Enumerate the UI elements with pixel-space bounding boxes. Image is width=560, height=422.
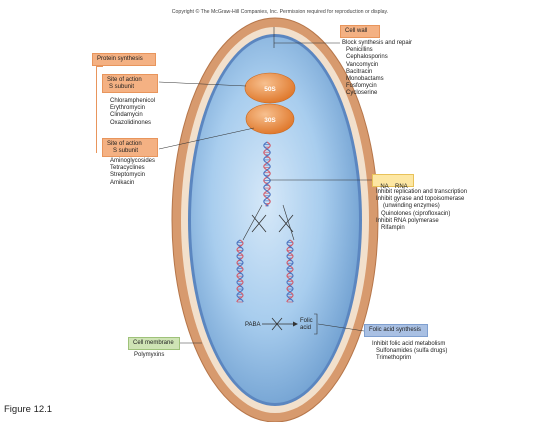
site-30s-box: Site of action S subunit [102,138,158,157]
cell-wall-title: Cell wall [345,28,367,34]
folic-line: Inhibit folic acid metabolism [372,341,447,348]
site-50s-line: Site of action [107,77,153,84]
drug-item: Vancomycin [346,62,412,69]
drugs-30s-list: Aminoglycosides Tetracyclines Streptomyc… [110,158,155,187]
site-50s-line: S subunit [107,84,153,91]
cell-wall-header: Cell wall [340,25,380,38]
drug-item: Aminoglycosides [110,158,155,165]
na-line: Quinolones (ciprofloxacin) [376,211,467,218]
drugs-50s-list: Chloramphenicol Erythromycin Clindamycin… [110,98,155,127]
drug-item: Polymyxins [134,352,164,359]
nucleic-acid-list: Inhibit replication and transcription In… [376,189,467,232]
drug-item: Cycloserine [346,90,412,97]
drug-item: Streptomycin [110,172,155,179]
ribosome-50s-label: 50S [264,86,276,93]
cell-membrane-header: Cell membrane [128,337,180,350]
drug-item: Amikacin [110,180,155,187]
folic-acid-list: Inhibit folic acid metabolism Sulfonamid… [372,341,447,363]
folic-acid-header: Folic acid synthesis [364,324,428,337]
protein-synthesis-header: Protein synthesis [92,53,156,66]
ribosome-30s-label: 30S [264,117,276,124]
na-line: Inhibit gyrase and topoisomerase [376,196,467,203]
drug-item: Clindamycin [110,112,155,119]
cell-membrane-list: Polymyxins [134,352,164,359]
folic-line: Trimethoprim [372,355,447,362]
paba-label: PABA [245,322,261,328]
cell-wall-subtitle: Block synthesis and repair [342,40,412,47]
drug-item: Chloramphenicol [110,98,155,105]
na-line: Inhibit replication and transcription [376,189,467,196]
na-line: Rifampin [376,225,467,232]
drug-item: Cephalosporins [346,54,412,61]
folic-acid-title: Folic acid synthesis [369,327,421,333]
cell-wall-list: Block synthesis and repair Penicillins C… [342,40,412,98]
drug-item: Erythromycin [110,105,155,112]
folic-acid-label: acid [300,325,311,331]
folic-acid-label: Folic [300,318,313,324]
drug-item: Fosfomycin [346,83,412,90]
protein-synthesis-title: Protein synthesis [97,56,143,62]
folic-line: Sulfonamides (sulfa drugs) [372,348,447,355]
cell-membrane-title: Cell membrane [133,340,174,346]
drug-item: Oxazolidinones [110,120,155,127]
figure-label: Figure 12.1 [4,404,52,415]
drug-item: Monobactams [346,76,412,83]
drug-item: Tetracyclines [110,165,155,172]
site-50s-box: Site of action S subunit [102,74,158,93]
na-line: Inhibit RNA polymerase [376,218,467,225]
site-30s-line: S subunit [107,148,153,155]
site-30s-line: Site of action [107,141,153,148]
drug-item: Penicillins [346,47,412,54]
drug-item: Bacitracin [346,69,412,76]
na-line: (unwinding enzymes) [376,203,467,210]
nucleic-acid-header: NA RNA [372,174,414,187]
